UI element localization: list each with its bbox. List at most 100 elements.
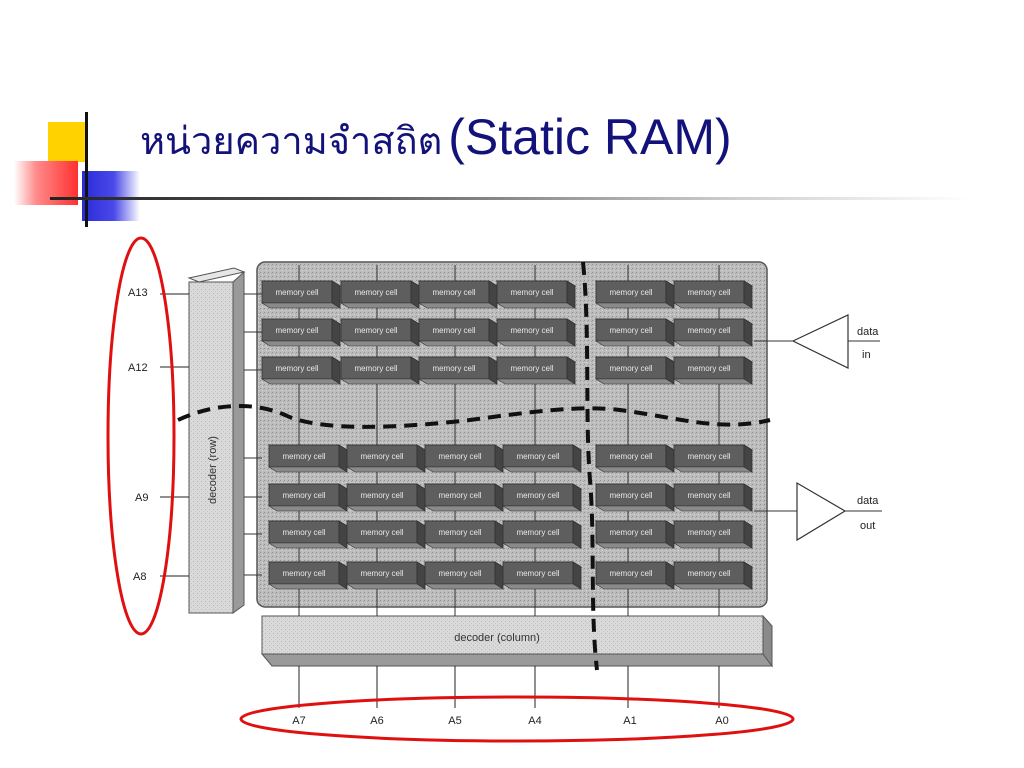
memory-cell: memory cell	[495, 318, 577, 347]
memory-cell: memory cell	[672, 444, 754, 473]
column-decoder-label: decoder (column)	[454, 632, 540, 644]
memory-cell: memory cell	[417, 318, 499, 347]
memory-cell-label: memory cell	[360, 528, 403, 537]
memory-cell-label: memory cell	[510, 288, 553, 297]
memory-cell-label: memory cell	[516, 491, 559, 500]
memory-cell-label: memory cell	[432, 326, 475, 335]
memory-cell: memory cell	[672, 280, 754, 309]
memory-cell-label: memory cell	[282, 569, 325, 578]
memory-cell: memory cell	[423, 561, 505, 590]
memory-cell: memory cell	[345, 520, 427, 549]
row-decoder-label: decoder (row)	[207, 436, 219, 504]
decor-blue-square	[82, 171, 140, 221]
memory-cell-label: memory cell	[609, 288, 652, 297]
memory-cell-label: memory cell	[609, 364, 652, 373]
memory-cell: memory cell	[260, 280, 342, 309]
vertical-break-line	[581, 261, 599, 671]
memory-cells: memory cell memory cell memory cell memory …	[260, 280, 754, 590]
memory-cell: memory cell	[267, 483, 349, 512]
memory-cell-label: memory cell	[354, 288, 397, 297]
memory-cell: memory cell	[501, 444, 583, 473]
memory-cell: memory cell	[594, 561, 676, 590]
memory-cell-label: memory cell	[360, 569, 403, 578]
memory-cell-label: memory cell	[354, 364, 397, 373]
memory-cell-label: memory cell	[609, 528, 652, 537]
memory-cell: memory cell	[672, 356, 754, 385]
memory-cell: memory cell	[495, 280, 577, 309]
memory-cell: memory cell	[260, 318, 342, 347]
memory-cell-label: memory cell	[438, 528, 481, 537]
horizontal-break-line	[177, 404, 771, 429]
memory-cell: memory cell	[594, 280, 676, 309]
memory-cell: memory cell	[594, 520, 676, 549]
data-out-buffer: data out	[768, 481, 882, 542]
memory-cell: memory cell	[594, 318, 676, 347]
column-address-A4: A4	[528, 715, 541, 727]
memory-cell-label: memory cell	[282, 528, 325, 537]
data-in-buffer: data in	[768, 314, 880, 369]
memory-cell-label: memory cell	[360, 491, 403, 500]
memory-cell-label: memory cell	[609, 452, 652, 461]
row-address-lines: A13 A12 A9 A8	[128, 287, 189, 583]
column-address-highlight-ring	[239, 695, 795, 743]
memory-cell-label: memory cell	[609, 491, 652, 500]
column-address-A0: A0	[715, 715, 728, 727]
slide-title-thai: หน่วยความจำสถิต	[140, 119, 443, 163]
memory-cell: memory cell	[495, 356, 577, 385]
memory-cell-label: memory cell	[687, 491, 730, 500]
memory-cell: memory cell	[594, 483, 676, 512]
memory-cell-label: memory cell	[687, 569, 730, 578]
memory-cell-label: memory cell	[360, 452, 403, 461]
memory-cell-label: memory cell	[282, 491, 325, 500]
memory-cell-label: memory cell	[510, 326, 553, 335]
memory-cell-label: memory cell	[438, 569, 481, 578]
memory-cell-label: memory cell	[609, 569, 652, 578]
memory-cell: memory cell	[672, 561, 754, 590]
slide-title-english: (Static RAM)	[448, 109, 732, 165]
memory-cell-label: memory cell	[687, 528, 730, 537]
memory-cell: memory cell	[345, 483, 427, 512]
memory-cell-label: memory cell	[687, 364, 730, 373]
memory-cell: memory cell	[423, 520, 505, 549]
data-in-label-2: in	[862, 349, 871, 361]
column-address-lines: A7 A6 A5 A4 A1 A0	[292, 666, 729, 727]
data-in-label-1: data	[857, 326, 879, 338]
memory-cell: memory cell	[267, 444, 349, 473]
memory-cell: memory cell	[672, 483, 754, 512]
row-address-highlight-ring	[106, 236, 176, 636]
row-address-A9: A9	[135, 492, 148, 504]
memory-cell: memory cell	[345, 444, 427, 473]
row-address-A8: A8	[133, 571, 146, 583]
memory-cell-label: memory cell	[609, 326, 652, 335]
memory-cell-label: memory cell	[275, 288, 318, 297]
memory-cell: memory cell	[423, 444, 505, 473]
memory-cell: memory cell	[339, 356, 421, 385]
memory-cell-label: memory cell	[510, 364, 553, 373]
column-address-A6: A6	[370, 715, 383, 727]
column-address-A5: A5	[448, 715, 461, 727]
memory-cell: memory cell	[672, 318, 754, 347]
data-out-label-2: out	[860, 520, 875, 532]
memory-cell: memory cell	[501, 520, 583, 549]
memory-cell-label: memory cell	[432, 364, 475, 373]
memory-cell-label: memory cell	[687, 288, 730, 297]
memory-cell-label: memory cell	[687, 326, 730, 335]
data-out-label-1: data	[857, 495, 879, 507]
memory-cell-label: memory cell	[516, 569, 559, 578]
memory-cell: memory cell	[672, 520, 754, 549]
decor-yellow-square	[48, 122, 88, 162]
memory-cell: memory cell	[417, 280, 499, 309]
memory-cell: memory cell	[345, 561, 427, 590]
memory-cell: memory cell	[423, 483, 505, 512]
memory-cell-label: memory cell	[687, 452, 730, 461]
memory-cell: memory cell	[594, 356, 676, 385]
memory-cell-label: memory cell	[516, 528, 559, 537]
memory-cell: memory cell	[501, 561, 583, 590]
memory-cell-label: memory cell	[438, 452, 481, 461]
memory-cell: memory cell	[339, 318, 421, 347]
memory-cell-label: memory cell	[516, 452, 559, 461]
memory-cell: memory cell	[417, 356, 499, 385]
memory-cell-label: memory cell	[282, 452, 325, 461]
decor-vertical-line	[85, 112, 88, 227]
slide-title: หน่วยความจำสถิต(Static RAM)	[140, 108, 732, 171]
